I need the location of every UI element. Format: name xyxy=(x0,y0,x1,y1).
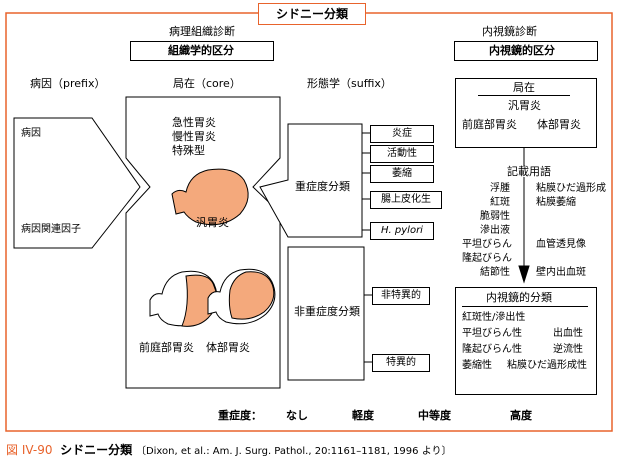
caption-title: シドニー分類 xyxy=(60,443,133,457)
severity-level: 軽度 xyxy=(352,409,374,422)
graded-bracket xyxy=(259,123,363,238)
etiology-item: 病因 xyxy=(21,128,41,139)
endo-class-item: 萎縮性 xyxy=(462,360,492,371)
endo-class-item: 隆起びらん性 xyxy=(462,344,522,355)
gastritis-type: 特殊型 xyxy=(172,144,205,157)
term: 粘膜萎縮 xyxy=(536,197,576,208)
col-location: 局在（core） xyxy=(173,77,241,90)
col-morphology: 形態学（suffix） xyxy=(307,77,392,90)
endo-corpus: 体部胃炎 xyxy=(537,118,581,131)
endo-arrow xyxy=(518,148,530,284)
figure-number: 図 IV-90 xyxy=(6,443,53,457)
endo-pan: 汎胃炎 xyxy=(508,99,541,112)
term: 血管透見像 xyxy=(536,239,586,250)
term: 滲出液 xyxy=(480,225,510,236)
left-header: 病理組織診断 xyxy=(169,25,235,38)
nongraded-item: 非特異的 xyxy=(372,287,430,305)
endo-class-item: 平坦びらん性 xyxy=(462,328,522,339)
severity-label: 重症度： xyxy=(218,409,262,422)
severity-level: 高度 xyxy=(510,409,532,422)
graded-item: 腸上皮化生 xyxy=(370,191,442,209)
etiology-item: 病因関連因子 xyxy=(21,224,81,235)
endo-class-item: 粘膜ひだ過形成性 xyxy=(507,360,587,371)
graded-label: 重症度分類 xyxy=(295,180,350,193)
endo-class-item: 出血性 xyxy=(553,328,583,339)
severity-level: なし xyxy=(286,409,308,422)
graded-item: H. pylori xyxy=(370,222,434,240)
graded-item: 炎症 xyxy=(370,125,434,143)
endo-class-item: 紅斑性/滲出性 xyxy=(462,312,526,323)
diagram-title: シドニー分類 xyxy=(258,3,366,25)
figure-caption: 図 IV-90 シドニー分類 〔Dixon, et al.: Am. J. Su… xyxy=(6,444,452,457)
term: 紅斑 xyxy=(490,197,510,208)
col-etiology: 病因（prefix） xyxy=(30,77,106,90)
severity-level: 中等度 xyxy=(418,409,451,422)
term: 浮腫 xyxy=(490,183,510,194)
right-header: 内視鏡診断 xyxy=(482,25,537,38)
antral-gastritis-label: 前庭部胃炎 xyxy=(139,341,194,354)
term: 脆弱性 xyxy=(480,211,510,222)
graded-item: 萎縮 xyxy=(370,165,434,183)
endo-class-item: 逆流性 xyxy=(553,344,583,355)
etiology-bracket xyxy=(13,117,141,249)
stomach-pan xyxy=(171,168,249,226)
descriptive-terms: 記載用語 xyxy=(505,165,553,178)
term: 平坦びらん xyxy=(462,239,512,250)
term: 粘膜ひだ過形成 xyxy=(536,183,606,194)
endo-location-title: 局在 xyxy=(513,81,535,94)
term: 隆起びらん xyxy=(462,253,512,264)
endo-class-title: 内視鏡的分類 xyxy=(486,291,552,304)
nongraded-bracket xyxy=(287,246,365,381)
left-subheader: 組織学的区分 xyxy=(168,44,234,57)
nongraded-item: 特異的 xyxy=(372,354,430,372)
graded-item: 活動性 xyxy=(370,145,434,163)
term: 結節性 xyxy=(480,267,510,278)
endo-antral: 前庭部胃炎 xyxy=(462,118,517,131)
right-subheader: 内視鏡的区分 xyxy=(489,44,555,57)
nongraded-label: 非重症度分類 xyxy=(294,305,360,318)
corpus-gastritis-label: 体部胃炎 xyxy=(206,341,250,354)
gastritis-type: 慢性胃炎 xyxy=(172,130,216,143)
pangastritis-label: 汎胃炎 xyxy=(196,216,229,229)
term: 壁内出血斑 xyxy=(536,267,586,278)
gastritis-type: 急性胃炎 xyxy=(172,116,216,129)
caption-citation: 〔Dixon, et al.: Am. J. Surg. Pathol., 20… xyxy=(135,446,452,457)
